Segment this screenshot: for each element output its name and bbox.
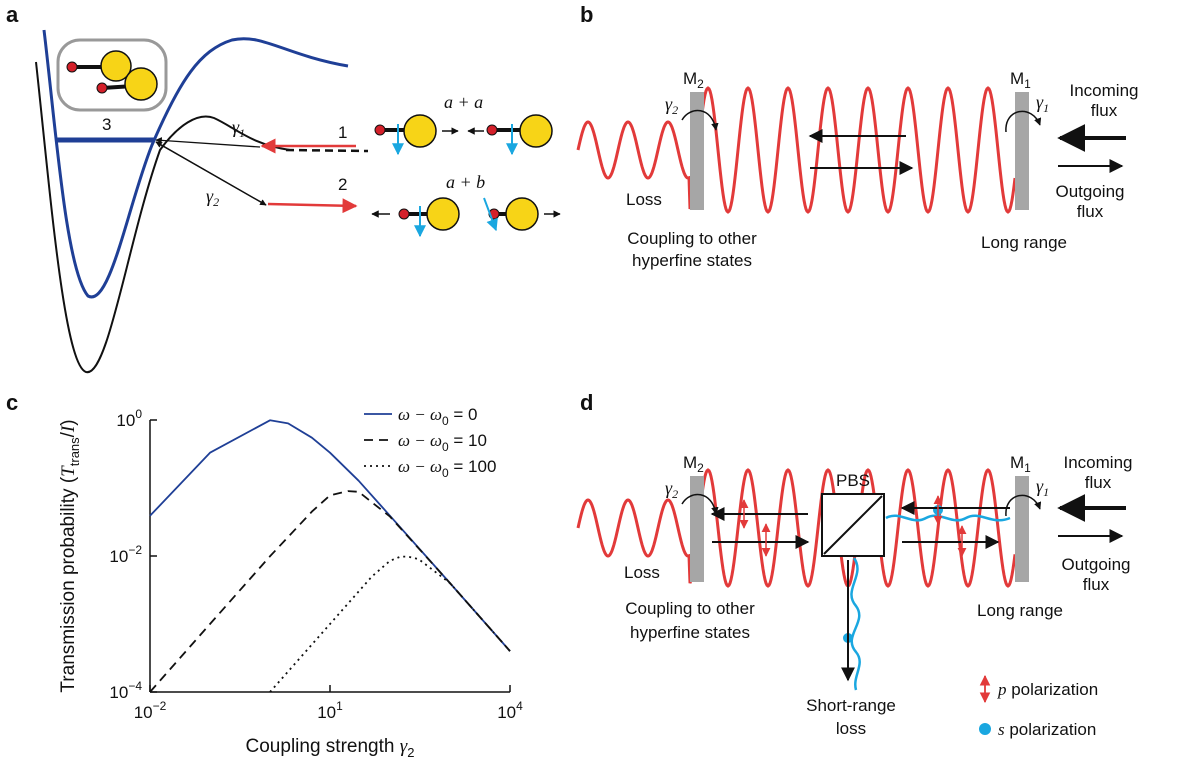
outgoing-flux-label-b-1: Outgoing (1056, 182, 1125, 201)
gamma1-label-b: γ1 (1036, 92, 1049, 115)
incoming-flux-label-d-2: flux (1085, 473, 1112, 492)
incoming-flux-label-b-1: Incoming (1070, 81, 1139, 100)
threshold-dashed-line (285, 148, 369, 153)
loss-label-d: Loss (624, 563, 660, 582)
level-3-label: 3 (102, 115, 111, 134)
s-polarization-wave (885, 514, 1011, 522)
panel-d-label: d (580, 390, 593, 415)
incoming-flux-label-d-1: Incoming (1064, 453, 1133, 472)
panel-c-label: c (6, 390, 18, 415)
x-tick-label: 10−2 (134, 699, 167, 722)
coupling-loop-m1-b (1005, 110, 1042, 133)
m2-label-b: M2 (683, 69, 704, 91)
aa-label: a + a (444, 92, 483, 112)
outgoing-flux-label-b-2: flux (1077, 202, 1104, 221)
short-range-label-1: Short-range (806, 696, 896, 715)
channel-1-label: 1 (338, 123, 347, 142)
gamma1-coupling-arrow (155, 137, 261, 148)
short-range-cyan-wave (850, 557, 861, 691)
gamma2-label-d: γ2 (665, 478, 678, 501)
gamma2-label-b: γ2 (665, 94, 678, 117)
long-range-label-d: Long range (977, 601, 1063, 620)
molecule-inset-box (56, 38, 168, 112)
s-polarization-legend-icon (979, 723, 991, 735)
coupling-label-d-1: Coupling to other (625, 599, 755, 618)
cavity-wave-b (576, 86, 1017, 214)
blue-potential-curve (42, 29, 349, 299)
panel-a-label: a (6, 2, 19, 27)
coupling-loop-m2-b (681, 109, 719, 131)
panel-b: b M2 M1 γ2 γ1 Incoming flux Outgoing flu… (576, 2, 1139, 270)
y-tick-label: 10−2 (109, 543, 142, 566)
legend-entry-0: ω − ω0 = 0 (398, 405, 478, 428)
loss-label-b: Loss (626, 190, 662, 209)
panel-b-label: b (580, 2, 593, 27)
panel-d: d M2 M1 γ2 γ1 PBS Incoming flux O (576, 390, 1133, 739)
mirror-m1-d (1015, 476, 1029, 582)
short-range-label-2: loss (836, 719, 866, 738)
panel-a: a 3 1 2 γ1 γ2 a + a (6, 2, 561, 374)
gamma2-coupling-arrow-back (155, 141, 267, 206)
s-polarization-legend: s polarization (998, 720, 1096, 739)
pbs-diagonal (823, 495, 883, 555)
channel-2-label: 2 (338, 175, 347, 194)
atom-pair-ab (371, 197, 561, 238)
molecule-icon (66, 50, 158, 101)
series-line-1 (149, 490, 511, 693)
coupling-loop-m1-d (1005, 494, 1042, 517)
coupling-label-d-2: hyperfine states (630, 623, 750, 642)
mirror-m1-b (1015, 92, 1029, 210)
mirror-m2-d (690, 476, 704, 582)
m2-label-d: M2 (683, 453, 704, 475)
ab-label: a + b (446, 172, 485, 192)
m1-label-b: M1 (1010, 69, 1031, 91)
gamma1-label-d: γ1 (1036, 476, 1049, 499)
coupling-label-b-1: Coupling to other (627, 229, 757, 248)
outgoing-flux-label-d-2: flux (1083, 575, 1110, 594)
channel-2-red-arrow (267, 198, 358, 214)
incoming-flux-label-b-2: flux (1091, 101, 1118, 120)
outgoing-flux-label-d-1: Outgoing (1062, 555, 1131, 574)
atom-pair-aa (374, 114, 553, 156)
gamma1-label-a: γ1 (232, 117, 245, 140)
y-axis-label: Transmission probability (Ttrans/I) (58, 419, 82, 692)
coupling-label-b-2: hyperfine states (632, 251, 752, 270)
legend-entry-1: ω − ω0 = 10 (398, 431, 487, 454)
series-line-0 (149, 419, 511, 652)
series-line-2 (269, 555, 511, 693)
p-polarization-legend: p polarization (997, 680, 1098, 699)
gamma2-label-a: γ2 (206, 186, 219, 209)
y-tick-label: 10−4 (109, 679, 142, 702)
x-tick-label: 104 (497, 699, 523, 722)
x-tick-label: 101 (317, 699, 343, 722)
m1-label-d: M1 (1010, 453, 1031, 475)
black-potential-curve (35, 61, 291, 374)
y-tick-label: 100 (116, 407, 142, 430)
mirror-m2-b (690, 92, 704, 210)
long-range-label-b: Long range (981, 233, 1067, 252)
pbs-label: PBS (836, 471, 870, 490)
legend-entry-2: ω − ω0 = 100 (398, 457, 496, 480)
x-axis-label: Coupling strength γ2 (246, 736, 415, 760)
